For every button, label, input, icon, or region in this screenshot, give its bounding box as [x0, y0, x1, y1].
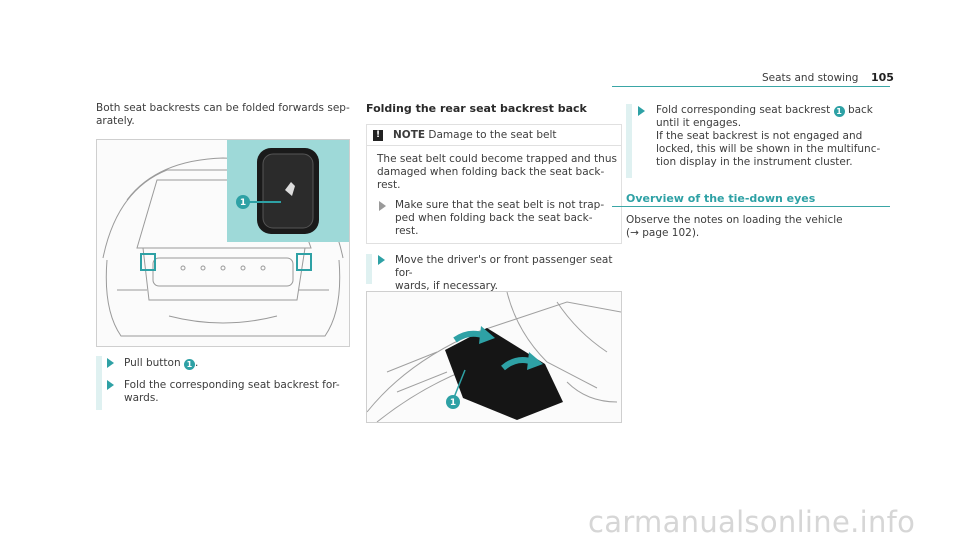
step-text-rest: until it engages. If the seat backrest i… — [656, 117, 881, 168]
step-text-after: back — [847, 104, 873, 116]
step-text-end: . — [194, 357, 199, 369]
note-step: Make sure that the seat belt is not trap… — [395, 199, 605, 237]
step-fold-back: Fold corresponding seat backrest 1 back … — [656, 104, 892, 169]
step-fold-backrest: Fold the corresponding seat backrest for… — [124, 379, 340, 404]
note-subject: Damage to the seat belt — [428, 129, 557, 141]
step-text: Pull button — [124, 357, 181, 369]
step-bar — [366, 254, 372, 284]
step-bar — [96, 356, 102, 410]
note-arrow-icon — [379, 201, 386, 211]
step-bar — [626, 104, 632, 178]
step-text: Fold corresponding seat backrest — [656, 104, 831, 116]
section-heading: Overview of the tie-down eyes — [626, 192, 816, 205]
callout-badge: 1 — [183, 359, 195, 370]
note-box: ! NOTE Damage to the seat belt The seat … — [366, 124, 622, 244]
step-pull-button: Pull button 1. — [124, 357, 354, 370]
note-body: The seat belt could become trapped and t… — [377, 153, 617, 191]
step-arrow-icon — [378, 255, 385, 265]
seat-fold-illustration: 1 — [366, 291, 622, 423]
image-callout-1: 1 — [450, 398, 456, 408]
step-arrow-icon — [107, 358, 114, 368]
page-number: 105 — [871, 71, 894, 84]
loading-note: Observe the notes on loading the vehicle… — [626, 214, 843, 239]
image-callout-1: 1 — [240, 198, 246, 208]
trunk-illustration: 1 — [96, 139, 350, 347]
car-rear-trunk-illustration: 1 — [102, 140, 349, 337]
section-heading: Folding the rear seat backrest back — [366, 102, 587, 115]
intro-text: Both seat backrests can be folded forwar… — [96, 102, 350, 127]
note-title: NOTE Damage to the seat belt — [393, 129, 556, 142]
note-label: NOTE — [393, 129, 426, 141]
heading-rule — [612, 206, 890, 207]
step-arrow-icon — [107, 380, 114, 390]
step-arrow-icon — [638, 106, 645, 116]
step-move-seat: Move the driver's or front passenger sea… — [395, 254, 613, 292]
rear-seat-fold-illustration: 1 — [367, 292, 621, 422]
header-rule — [612, 86, 890, 87]
note-title-row: ! NOTE Damage to the seat belt — [367, 125, 621, 146]
watermark: carmanualsonline.info — [588, 505, 916, 539]
callout-badge: 1 — [833, 106, 845, 117]
warning-icon: ! — [373, 130, 383, 141]
section-title: Seats and stowing — [762, 72, 859, 84]
